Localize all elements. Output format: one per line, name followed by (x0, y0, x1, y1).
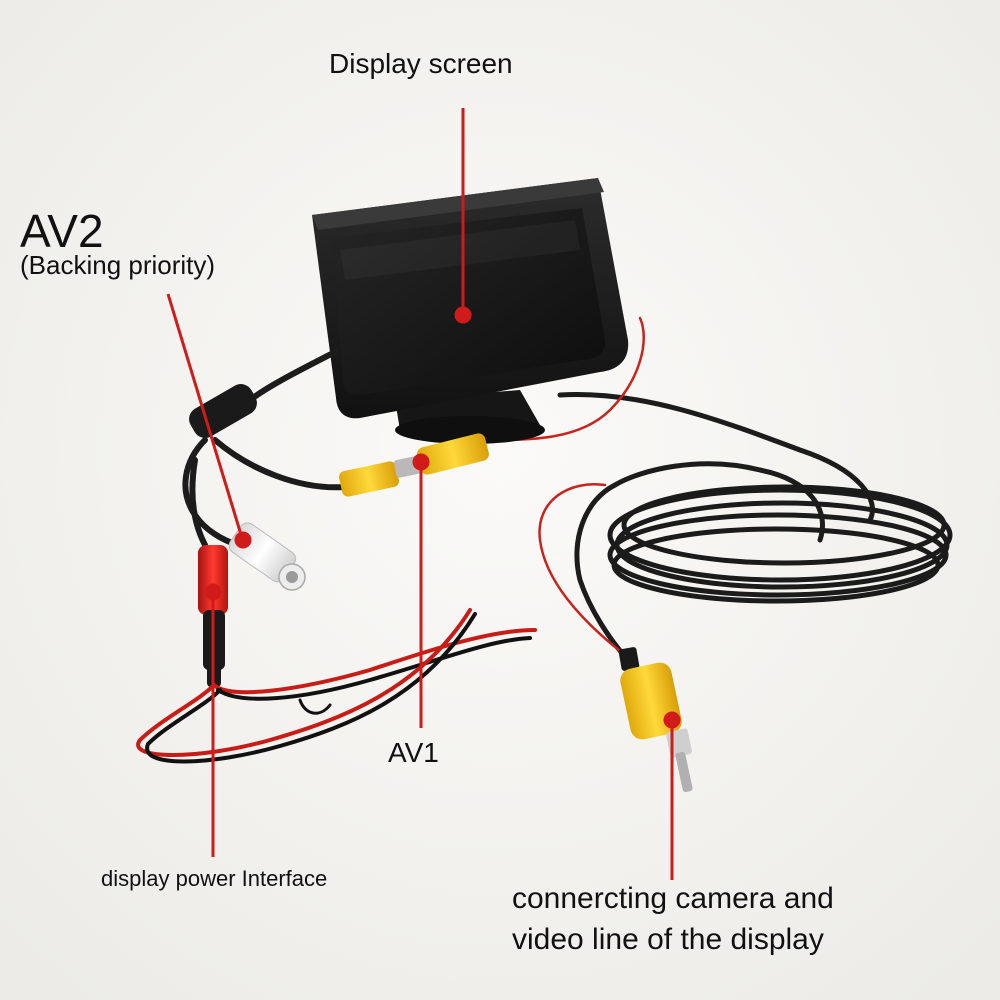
display-pointer-dot (454, 306, 472, 324)
display-screen (332, 208, 606, 396)
red-wire (488, 316, 645, 657)
display-screen-label: Display screen (329, 48, 513, 79)
power-leads (136, 608, 537, 764)
display-monitor (312, 178, 629, 419)
av1-connector (339, 433, 489, 497)
power-connector (198, 545, 228, 687)
camera-line-label-1: connercting camera and (512, 882, 834, 915)
av1-label: AV1 (388, 737, 439, 768)
harness-cable (182, 349, 348, 548)
av2-sublabel: (Backing priority) (20, 250, 216, 280)
av2-pointer-line (166, 293, 244, 539)
power-pointer-dot (204, 583, 222, 601)
camera-line-label-2: video line of the display (512, 923, 824, 956)
av1-pointer-dot (412, 453, 430, 471)
power-interface-label: display power Interface (101, 866, 328, 891)
annotations (166, 108, 681, 880)
camera-pointer-dot (663, 711, 681, 729)
cable-coil (607, 484, 953, 604)
video-cable (557, 391, 875, 663)
av2-pointer-dot (234, 531, 252, 549)
av2-label: AV2 (20, 205, 104, 257)
